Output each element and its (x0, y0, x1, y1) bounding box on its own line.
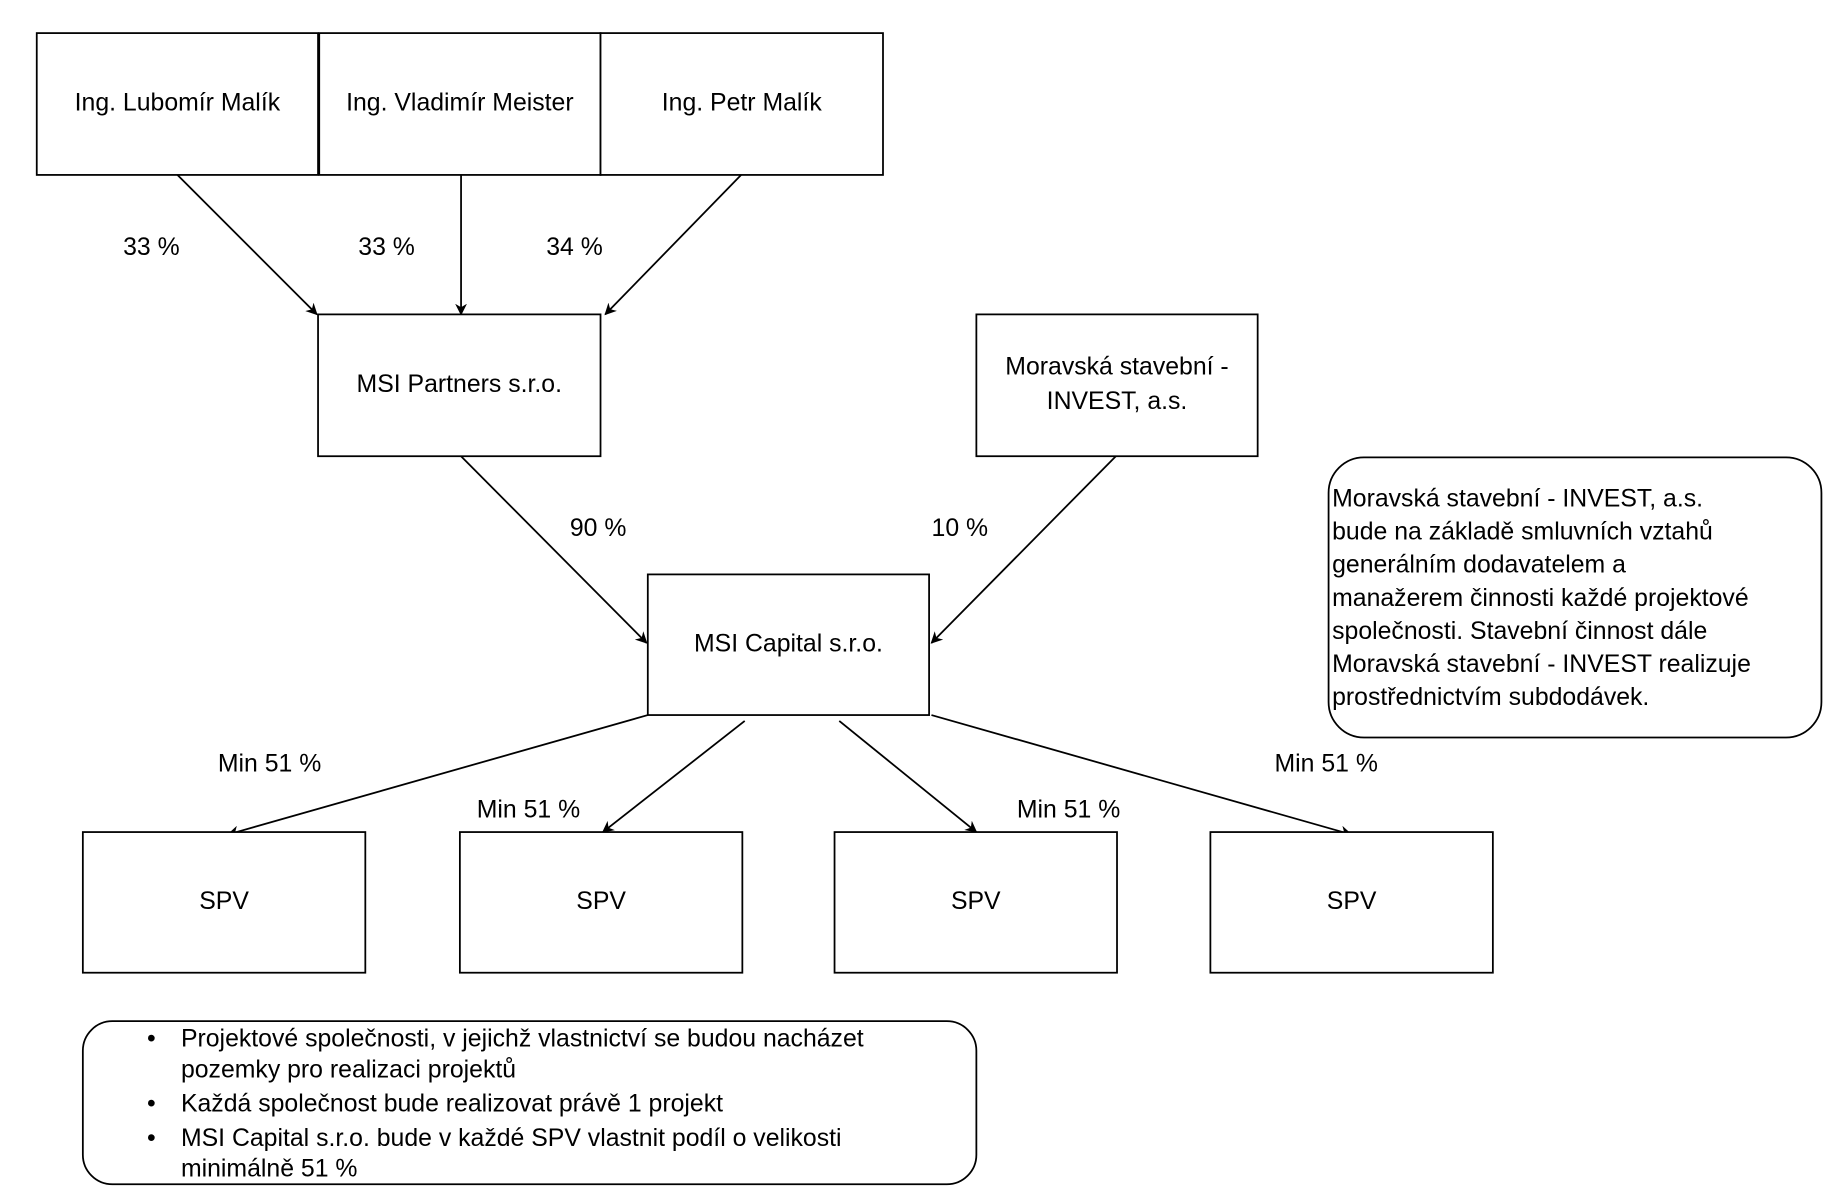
share-label: Min 51 % (1274, 750, 1377, 777)
bullet-box: • Projektové společnosti, v jejichž vlast… (81, 1020, 978, 1186)
msi-capital-box: MSI Capital s.r.o. (646, 573, 930, 716)
owner-box: Ing. Vladimír Meister (318, 32, 602, 176)
owner-box-border (318, 32, 602, 176)
spv-box-border (1209, 831, 1494, 974)
spv-box: SPV (458, 831, 744, 974)
ownership-arrow (838, 720, 978, 833)
bullet-text: pozemky pro realizaci projektů (181, 1056, 516, 1083)
spv-box: SPV (833, 831, 1118, 974)
note-text: Moravská stavební - INVEST realizuje (1332, 651, 1751, 678)
owner-box-label: Ing. Vladimír Meister (346, 90, 574, 117)
msi-capital-box-border (646, 573, 930, 716)
share-label: 33 % (358, 234, 415, 261)
note-text: bude na základě smluvních vztahů (1332, 519, 1713, 546)
share-label: Min 51 % (218, 750, 321, 777)
ownership-arrow (931, 714, 1353, 838)
msi-partners-box: MSI Partners s.r.o. (317, 313, 602, 458)
note-border (1327, 456, 1823, 739)
ownership-arrow (227, 714, 649, 838)
note-text: prostřednictvím subdodávek. (1332, 684, 1649, 711)
ownership-arrow (460, 455, 648, 644)
msi-partners-box-border (317, 313, 602, 458)
bullet-text: minimálně 51 % (181, 1156, 358, 1183)
bullet-icon: • (147, 1091, 156, 1118)
spv-box-label: SPV (951, 888, 1001, 915)
bullet-text: Projektové společnosti, v jejichž vlastn… (181, 1026, 864, 1053)
owner-box-label: Ing. Lubomír Malík (75, 90, 281, 117)
owner-box: Ing. Petr Malík (599, 32, 884, 176)
ownership-arrow (604, 174, 742, 316)
share-label: 10 % (932, 515, 989, 542)
spv-box: SPV (81, 831, 367, 974)
owner-box-border (35, 32, 319, 176)
ownership-arrow (601, 720, 746, 833)
note-text: generálním dodavatelem a (1332, 552, 1626, 579)
note-box: Moravská stavební - INVEST, a.s. bude na … (1327, 456, 1823, 739)
owner-box-border (599, 32, 884, 176)
share-label: 90 % (570, 515, 627, 542)
bullet-icon: • (147, 1026, 156, 1053)
share-label: Min 51 % (1017, 796, 1120, 823)
bullet-text: MSI Capital s.r.o. bude v každé SPV vlas… (181, 1125, 842, 1152)
spv-box-label: SPV (199, 888, 249, 915)
bullet-text: Každá společnost bude realizovat právě 1… (181, 1091, 723, 1118)
msi-capital-box-label: MSI Capital s.r.o. (694, 630, 883, 657)
msi-partners-box-label: MSI Partners s.r.o. (357, 371, 562, 398)
bullet-icon: • (147, 1125, 156, 1152)
spv-box-border (458, 831, 744, 974)
moravska-box-border (975, 313, 1259, 458)
spv-box-label: SPV (1327, 888, 1377, 915)
spv-box-border (833, 831, 1118, 974)
note-text: Moravská stavební - INVEST, a.s. (1332, 486, 1703, 513)
share-label: 34 % (546, 234, 603, 261)
spv-box-border (81, 831, 367, 974)
ownership-arrow (176, 174, 318, 316)
owner-box-label: Ing. Petr Malík (662, 90, 823, 117)
moravska-box-label: Moravská stavební - (1005, 354, 1228, 381)
note-text: manažerem činnosti každé projektové (1332, 585, 1749, 612)
ownership-arrow (930, 455, 1117, 644)
moravska-box: Moravská stavební - INVEST, a.s. (975, 313, 1259, 458)
share-label: Min 51 % (477, 796, 580, 823)
owner-box: Ing. Lubomír Malík (35, 32, 319, 176)
spv-box: SPV (1209, 831, 1494, 974)
share-label: 33 % (123, 234, 180, 261)
bullet-border (81, 1020, 978, 1186)
note-text: společnosti. Stavební činnost dále (1332, 618, 1707, 645)
spv-box-label: SPV (576, 888, 626, 915)
moravska-box-label: INVEST, a.s. (1047, 388, 1188, 415)
